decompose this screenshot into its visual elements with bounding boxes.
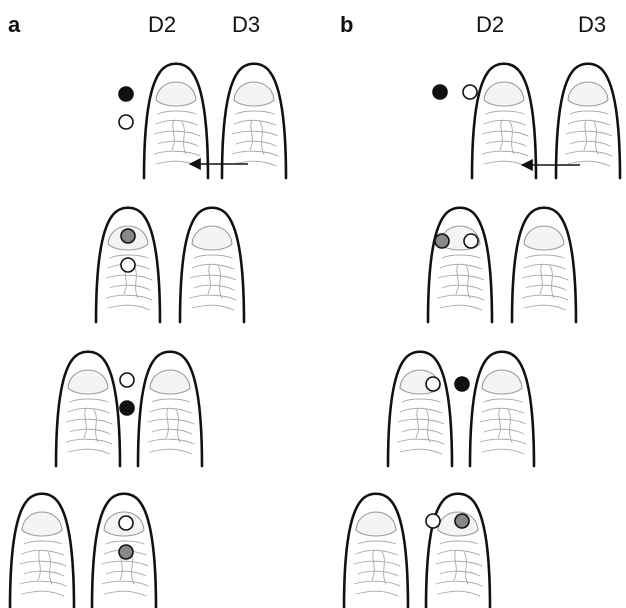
digit-label-b-d3: D3	[578, 12, 606, 37]
stimulus-dot-1	[426, 514, 440, 528]
stimulus-dot-1	[121, 229, 135, 243]
stimulus-dot-1	[433, 85, 447, 99]
fingertip-d3	[426, 494, 490, 608]
digit-label-a-d2: D2	[148, 12, 176, 37]
fingertip-d2	[428, 208, 492, 322]
fingertip-d3	[138, 352, 202, 466]
stimulus-dot-2	[463, 85, 477, 99]
fingertip-d2	[472, 64, 536, 178]
stimulus-dot-2	[119, 115, 133, 129]
fingertip-d3	[470, 352, 534, 466]
stimulus-dot-2	[455, 514, 469, 528]
fingertip-d3	[556, 64, 620, 178]
stimulus-dot-2	[464, 234, 478, 248]
stimulus-dot-1	[119, 516, 133, 530]
stimulus-dot-2	[120, 401, 134, 415]
digit-label-b-d2: D2	[476, 12, 504, 37]
panel-label-b: b	[340, 12, 353, 37]
stimulus-dot-1	[426, 377, 440, 391]
stimulus-dot-2	[121, 258, 135, 272]
fingertip-d2	[10, 494, 74, 608]
fingertip-d3	[180, 208, 244, 322]
fingertip-d2	[144, 64, 208, 178]
fingertip-d2	[344, 494, 408, 608]
stimulus-dot-2	[455, 377, 469, 391]
stimulus-dot-2	[119, 545, 133, 559]
fingertip-d2	[388, 352, 452, 466]
fingertip-d3	[512, 208, 576, 322]
stimulus-dot-1	[120, 373, 134, 387]
fingertip-d2	[56, 352, 120, 466]
stimulus-dot-1	[435, 234, 449, 248]
stimulus-dot-1	[119, 87, 133, 101]
panel-label-a: a	[8, 12, 21, 37]
digit-label-a-d3: D3	[232, 12, 260, 37]
fingertip-d3	[222, 64, 286, 178]
